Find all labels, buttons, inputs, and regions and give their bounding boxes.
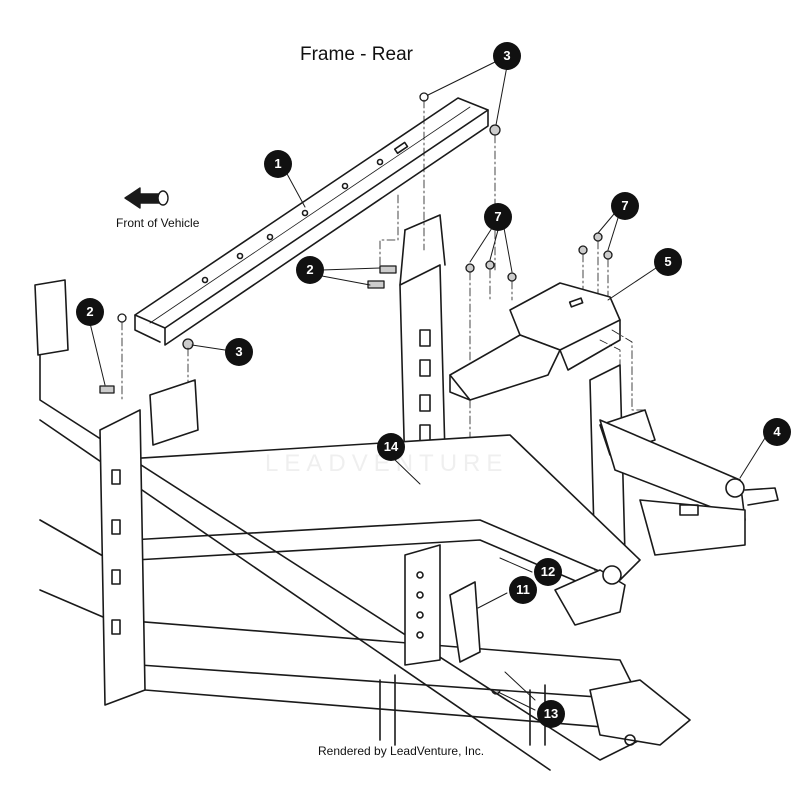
callout-13[interactable]: 13	[537, 700, 565, 728]
front-of-vehicle-label: Front of Vehicle	[116, 216, 200, 230]
part-13-lower-brackets	[379, 674, 691, 746]
callout-3-mid[interactable]: 3	[225, 338, 253, 366]
callout-7-right[interactable]: 7	[611, 192, 639, 220]
left-corner-posts	[34, 279, 199, 706]
callout-3-top[interactable]: 3	[493, 42, 521, 70]
callout-4[interactable]: 4	[763, 418, 791, 446]
callout-7-left[interactable]: 7	[484, 203, 512, 231]
part-1-cross-bar	[134, 97, 489, 346]
part-5-mount-bracket	[449, 282, 621, 401]
render-credit: Rendered by LeadVenture, Inc.	[318, 744, 485, 758]
part-12-bracket	[554, 565, 626, 626]
callout-2-left[interactable]: 2	[76, 298, 104, 326]
callout-1[interactable]: 1	[264, 150, 292, 178]
callout-12[interactable]: 12	[534, 558, 562, 586]
vertical-post-left	[399, 214, 446, 476]
diagram-title: Frame - Rear	[300, 44, 413, 65]
callout-5[interactable]: 5	[654, 248, 682, 276]
callout-14[interactable]: 14	[377, 433, 405, 461]
front-direction-arrow-icon	[124, 187, 169, 209]
center-plate-and-part-11	[404, 544, 481, 666]
part-4-rear-assembly	[599, 419, 779, 556]
callout-11[interactable]: 11	[509, 576, 537, 604]
callout-leader-lines	[89, 61, 766, 711]
callout-2-upper[interactable]: 2	[296, 256, 324, 284]
